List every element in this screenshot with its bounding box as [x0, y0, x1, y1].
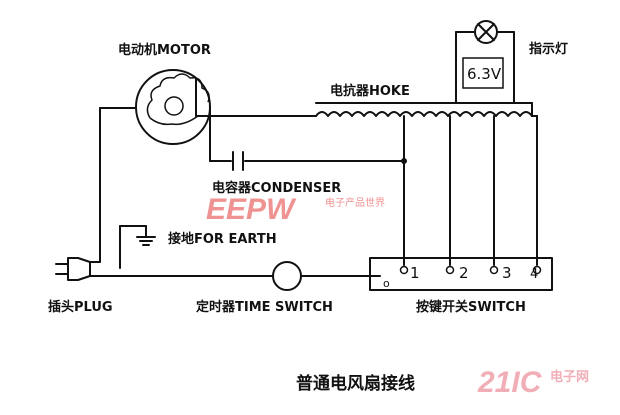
switch-terminal-4: 4: [530, 265, 542, 282]
timer-icon: [272, 261, 302, 291]
switch-terminal-2-label: 2: [459, 264, 469, 282]
timer-label: 定时器TIME SWITCH: [195, 299, 333, 315]
switch-common: o: [383, 277, 390, 290]
switch-terminal-2: 2: [445, 264, 469, 282]
diagram-caption: 普通电风扇接线: [296, 373, 415, 394]
lamp-voltage-box: [462, 57, 504, 89]
plug-label: 插头PLUG: [48, 299, 113, 315]
eepw-logo: EEPW: [206, 193, 297, 226]
switch-terminal-3: 3: [489, 264, 512, 282]
site-watermark: 21IC 电子网: [477, 366, 589, 399]
site-logo: 21IC: [477, 366, 543, 399]
eepw-watermark: EEPW 电子产品世界: [206, 193, 385, 226]
capacitor-icon: [232, 151, 244, 171]
switch-terminal-4-label: 4: [530, 267, 538, 282]
motor-label: 电动机MOTOR: [118, 42, 211, 58]
switch-label: 按键开关SWITCH: [416, 299, 526, 315]
plug-icon: [55, 257, 91, 281]
switch-terminal-1: 1: [399, 264, 420, 282]
push-button-switch: o 1 2 3 4: [369, 257, 553, 291]
lamp-voltage: 6.3V: [467, 65, 502, 83]
eepw-subtitle: 电子产品世界: [325, 196, 385, 209]
switch-terminal-3-label: 3: [502, 264, 512, 282]
indicator-label: 指示灯: [529, 41, 568, 57]
earth-label: 接地FOR EARTH: [168, 231, 277, 247]
motor-icon: [135, 69, 211, 145]
condenser-label: 电容器CONDENSER: [212, 180, 341, 196]
switch-terminal-1-label: 1: [410, 264, 420, 282]
earth-icon: [136, 236, 156, 246]
choke-coil-icon: [315, 102, 533, 117]
lamp-icon: [474, 20, 498, 44]
choke-label: 电抗器HOKE: [330, 83, 410, 99]
site-subtitle: 电子网: [550, 369, 589, 385]
